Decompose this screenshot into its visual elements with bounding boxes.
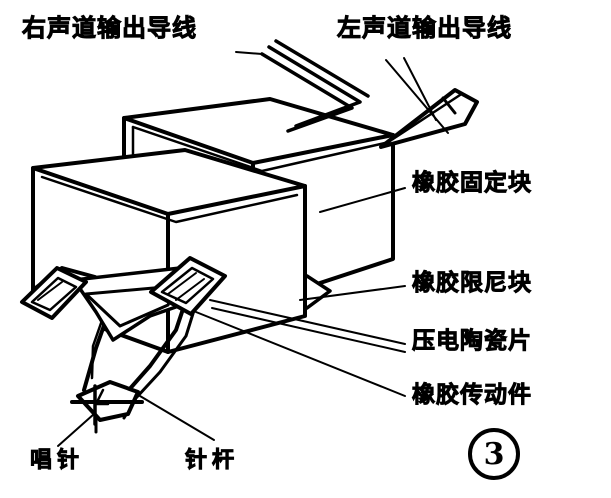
label-rubber-fixing-block: 橡胶固定块 xyxy=(412,170,532,196)
leader-rubber-fixing-block xyxy=(319,187,406,213)
leader-lines-bottom xyxy=(57,395,215,447)
leader-lines-right xyxy=(195,187,406,397)
leader-lines-top xyxy=(235,51,263,55)
label-piezo-ceramic-plate: 压电陶瓷片 xyxy=(412,328,532,354)
stylus-assembly xyxy=(70,380,144,426)
label-rubber-drive-part: 橡胶传动件 xyxy=(412,382,532,408)
label-rubber-damping-block: 橡胶限尼块 xyxy=(412,270,532,296)
block-notch xyxy=(305,274,332,310)
right-channel-output-wire xyxy=(260,39,370,133)
label-needle-rod: 针杆 xyxy=(185,448,240,473)
left-channel-leader-lines xyxy=(385,57,449,134)
front-block-inner-edge xyxy=(40,175,299,224)
leader-rubber-drive-part xyxy=(195,311,406,397)
figure-number-badge: 3 xyxy=(468,428,520,480)
label-right-channel-output-wire: 右声道输出导线 xyxy=(22,14,197,42)
piezo-plate-right xyxy=(149,256,227,316)
label-left-channel-output-wire: 左声道输出导线 xyxy=(337,14,512,42)
leader-needle-rod xyxy=(139,395,215,441)
leader-piezo-plate-a xyxy=(209,299,406,345)
piezo-plate-left xyxy=(20,266,88,320)
leader-piezo-plate-b xyxy=(211,307,406,353)
leader-rubber-damping-block xyxy=(299,285,406,301)
leader-stylus xyxy=(57,413,95,447)
left-channel-output-wire xyxy=(379,88,479,149)
label-stylus: 唱针 xyxy=(30,448,85,473)
